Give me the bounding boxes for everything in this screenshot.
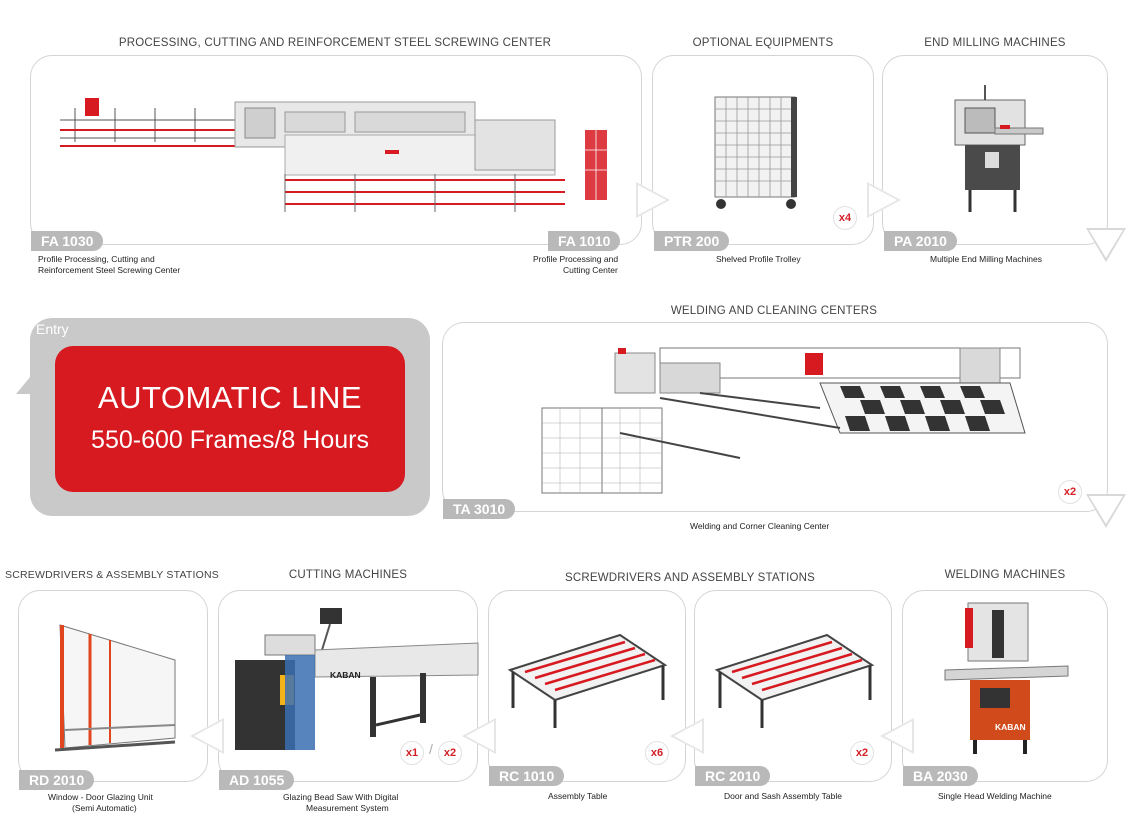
- desc-fa1030-line1: Profile Processing, Cutting and: [38, 254, 155, 264]
- desc-fa1030-line2: Reinforcement Steel Screwing Center: [38, 265, 181, 275]
- automatic-line-title: AUTOMATIC LINE: [97, 380, 363, 415]
- entry-label: Entry: [36, 321, 69, 337]
- ad1055-bead-saw-illustration: [235, 608, 479, 750]
- desc-ba2030: Single Head Welding Machine: [938, 791, 1052, 801]
- multiplier-ad1055-b: x2: [438, 741, 462, 765]
- code-tag-fa1030: FA 1030: [31, 231, 104, 251]
- code-tag-ptr200: PTR 200: [654, 231, 730, 251]
- desc-rd2010-line1: Window - Door Glazing Unit: [48, 792, 153, 802]
- code-tag-ta3010: TA 3010: [443, 499, 516, 519]
- code-tag-rc2010: RC 2010: [695, 766, 771, 786]
- desc-rd2010-line2: (Semi Automatic): [72, 803, 137, 813]
- code-tag-fa1010: FA 1010: [548, 231, 621, 251]
- section-title-welding-cleaning: WELDING AND CLEANING CENTERS: [670, 305, 878, 317]
- automatic-line-box: AUTOMATIC LINE 550-600 Frames/8 Hours: [55, 346, 405, 492]
- arrow-right-icon: [867, 182, 901, 218]
- desc-fa1010-line1: Profile Processing and: [533, 254, 619, 264]
- rc1010-assembly-table-illustration: [507, 633, 668, 728]
- arrow-left-icon: [462, 718, 496, 754]
- section-title-screwdrivers-mid: SCREWDRIVERS AND ASSEMBLY STATIONS: [564, 572, 816, 584]
- arrow-left-icon: [880, 718, 914, 754]
- section-title-cutting: CUTTING MACHINES: [288, 569, 408, 581]
- arrow-down-icon: [1086, 494, 1126, 528]
- automatic-line-capacity: 550-600 Frames/8 Hours: [91, 426, 369, 454]
- multiplier-rc1010: x6: [645, 741, 669, 765]
- rd2010-glazing-unit-illustration: [54, 624, 176, 752]
- rc2010-assembly-table-illustration: [714, 633, 875, 728]
- ta3010-welding-cleaning-center-illustration: [541, 347, 1026, 494]
- desc-rc1010: Assembly Table: [548, 791, 608, 801]
- desc-ptr200: Shelved Profile Trolley: [716, 254, 801, 264]
- pa2010-milling-machine-illustration: [954, 85, 1044, 212]
- arrow-right-icon: [636, 182, 670, 218]
- arrow-left-icon: [190, 718, 224, 754]
- code-tag-ad1055: AD 1055: [219, 770, 295, 790]
- ptr200-trolley-illustration: [714, 96, 797, 209]
- multiplier-ad1055-a: x1: [400, 741, 424, 765]
- section-title-screwdrivers-left: SCREWDRIVERS & ASSEMBLY STATIONS: [5, 569, 219, 581]
- desc-ta3010: Welding and Corner Cleaning Center: [690, 521, 830, 531]
- section-title-optional: OPTIONAL EQUIPMENTS: [692, 37, 834, 49]
- desc-rc2010: Door and Sash Assembly Table: [724, 791, 842, 801]
- multiplier-ptr200: x4: [833, 206, 857, 230]
- desc-pa2010: Multiple End Milling Machines: [930, 254, 1042, 264]
- ba2030-welding-machine-illustration: [944, 602, 1069, 754]
- ad1055-brand-label: KABAN: [330, 670, 361, 680]
- desc-fa1010-line2: Cutting Center: [563, 265, 618, 275]
- section-title-welding: WELDING MACHINES: [944, 569, 1066, 581]
- section-title-processing: PROCESSING, CUTTING AND REINFORCEMENT ST…: [118, 37, 552, 49]
- multiplier-rc2010: x2: [850, 741, 874, 765]
- multiplier-separator: /: [429, 741, 433, 757]
- code-tag-rd2010: RD 2010: [19, 770, 95, 790]
- fa-line-machine-illustration: [60, 98, 607, 212]
- ba2030-brand-label: KABAN: [995, 722, 1026, 732]
- multiplier-ta3010: x2: [1058, 480, 1082, 504]
- desc-ad1055-line1: Glazing Bead Saw With Digital: [283, 792, 399, 802]
- section-title-end-milling: END MILLING MACHINES: [924, 37, 1066, 49]
- code-tag-ba2030: BA 2030: [903, 766, 978, 786]
- arrow-left-icon: [670, 718, 704, 754]
- code-tag-rc1010: RC 1010: [489, 766, 565, 786]
- arrow-down-icon: [1086, 228, 1126, 262]
- code-tag-pa2010: PA 2010: [884, 231, 957, 251]
- desc-ad1055-line2: Measurement System: [306, 803, 389, 813]
